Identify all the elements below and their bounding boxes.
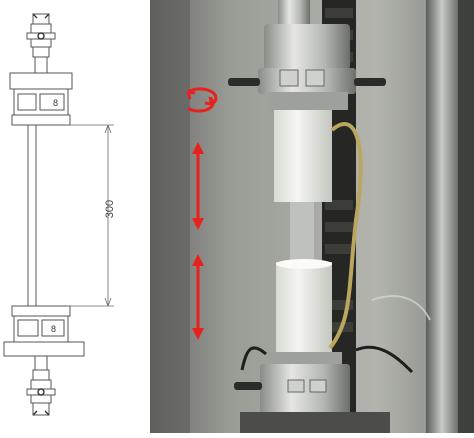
technical-drawing: 300 8 8 (0, 0, 148, 433)
double-headed-arrow-icon (192, 254, 204, 340)
double-headed-arrow-icon (192, 142, 204, 230)
annotation-overlay (186, 87, 218, 340)
photo-illustration (150, 0, 474, 433)
drawing-lines (3, 13, 114, 416)
upper-block-label: 8 (53, 98, 59, 108)
circular-arrow-icon (186, 87, 218, 113)
test-rig-photo (150, 0, 474, 433)
dimension-label: 300 (104, 199, 116, 219)
lower-block-label: 8 (51, 324, 57, 334)
